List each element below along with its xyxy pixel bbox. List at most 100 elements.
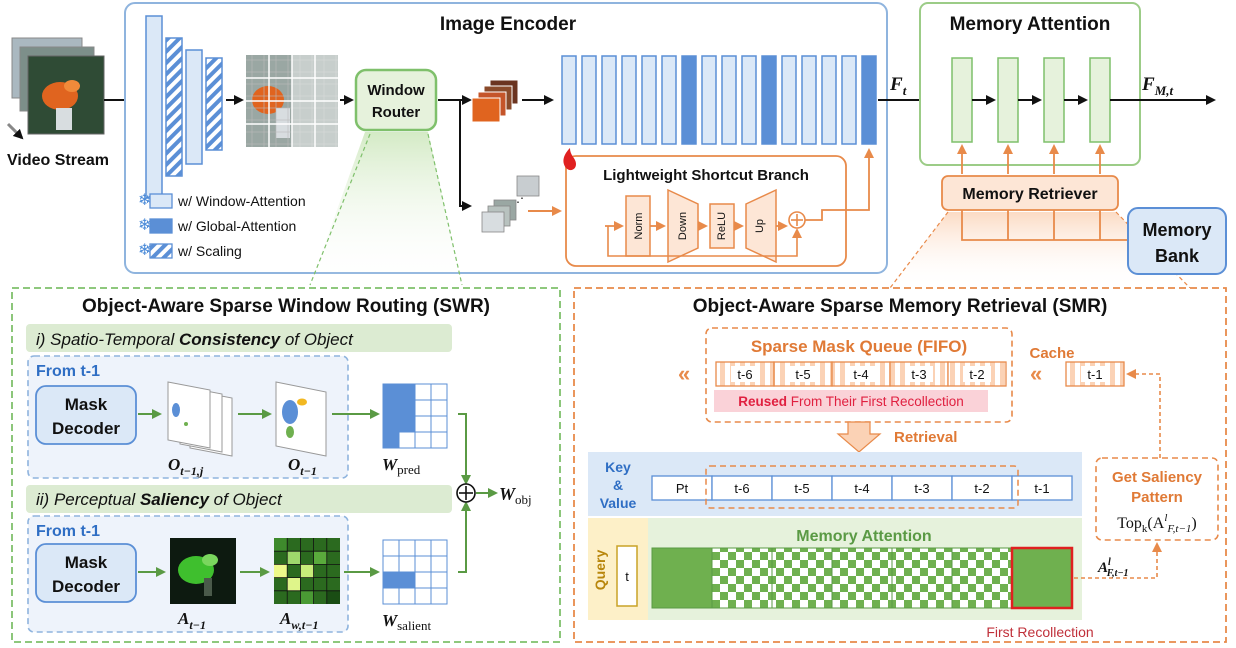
queue-cell-t2: t-2	[969, 367, 984, 382]
window-router-label-1: Window	[367, 82, 425, 99]
mask-decoder-1	[35, 385, 137, 445]
stream-arrow	[6, 122, 24, 140]
kv-cell-t6: t-6	[734, 481, 749, 496]
memory-attention-layers	[951, 57, 1111, 143]
selected-windows	[471, 79, 519, 123]
topk-formula: Topk(AlF,t−1)	[1117, 512, 1196, 535]
kv-cell-t3: t-3	[914, 481, 929, 496]
saliency-title-1: Get Saliency	[1112, 469, 1203, 486]
memory-bank	[1127, 207, 1227, 275]
stem-block-1	[145, 15, 163, 199]
up-block	[745, 188, 777, 264]
retrieved-range	[705, 465, 1019, 509]
retriever-zoom-projection	[890, 212, 1190, 288]
arrow-shortcut-to-stage	[805, 148, 874, 221]
kv-cell-t4: t-4	[854, 481, 869, 496]
stem-block-2	[165, 37, 183, 177]
down-block	[667, 188, 699, 264]
queue-cell-t6: t-6	[737, 367, 752, 382]
snowflake-icon-2: ❄	[138, 217, 151, 234]
encoder-stage-blocks	[561, 55, 877, 145]
norm-label: Norm	[633, 213, 645, 240]
ft-label: Ft	[889, 74, 907, 98]
bank-links	[961, 210, 1130, 241]
legend-window-attention: w/ Window-Attention	[177, 193, 306, 209]
w-salient-label: Wsalient	[382, 611, 431, 633]
kv-cell-t5: t-5	[794, 481, 809, 496]
memory-bank-label-1: Memory	[1142, 220, 1211, 240]
from-t1-label-2: From t-1	[36, 523, 100, 540]
reused-band	[714, 390, 988, 412]
o-tj-label: Ot−1,j	[168, 455, 204, 478]
queue-cells: t-6 t-5 t-4 t-3 t-2	[715, 361, 1007, 387]
a-t-label: At−1	[177, 609, 206, 632]
mask-candidates	[167, 381, 233, 457]
fire-icon	[563, 148, 576, 171]
mask-merged	[275, 381, 327, 457]
up-label: Up	[754, 219, 766, 233]
arrow-attention-to-saliency	[1074, 542, 1162, 579]
cache-cell-label: t-1	[1087, 367, 1102, 382]
kv-cell-t2: t-2	[974, 481, 989, 496]
legend-global-attention: w/ Global-Attention	[177, 218, 296, 234]
snowflake-icon-1: ❄	[138, 192, 151, 209]
queue-title: Sparse Mask Queue (FIFO)	[751, 337, 967, 356]
shortcut-title: Lightweight Shortcut Branch	[603, 167, 809, 184]
relu-label: ReLU	[716, 212, 728, 240]
video-stream-label: Video Stream	[7, 152, 109, 169]
windowed-frame	[246, 55, 338, 147]
swr-section-2-title: ii) Perceptual Saliency of Object	[36, 490, 283, 509]
saliency-map-image	[170, 538, 236, 604]
swr-title: Object-Aware Sparse Window Routing (SWR)	[82, 296, 490, 317]
kv-cells: Pt t-6 t-5 t-4 t-3 t-2 t-1	[651, 475, 1073, 501]
residual-path	[607, 226, 802, 257]
snowflake-icon-3: ❄	[138, 242, 151, 259]
unselected-windows: ⋰	[481, 175, 540, 233]
queue-cell-t3: t-3	[911, 367, 926, 382]
video-stream: Video Stream	[6, 37, 109, 169]
swr-section-2-band	[26, 485, 452, 513]
kv-cell-pt: Pt	[676, 481, 689, 496]
w-salient-grid	[382, 539, 448, 605]
smr-title: Object-Aware Sparse Memory Retrieval (SM…	[693, 296, 1108, 317]
memory-retriever-label: Memory Retriever	[962, 186, 1097, 203]
mask-decoder-2-label-1: Mask	[65, 553, 108, 572]
kv-label-value: Value	[600, 495, 637, 511]
w-obj-label: Wobj	[499, 484, 532, 507]
window-router	[354, 68, 438, 132]
attention-map	[651, 546, 1074, 610]
kv-label-key: Key	[605, 459, 631, 475]
mask-decoder-2-label-2: Decoder	[52, 577, 120, 596]
mask-decoder-1-label-2: Decoder	[52, 419, 120, 438]
queue-cell-t4: t-4	[853, 367, 868, 382]
encoder-legend: ❄ w/ Window-Attention ❄ w/ Global-Attent…	[138, 192, 306, 259]
retrieval-arrow-icon	[836, 421, 882, 453]
queue-out-chevron-icon: «	[678, 361, 690, 386]
image-encoder-title: Image Encoder	[440, 14, 577, 35]
mask-decoder-1-label-1: Mask	[65, 395, 108, 414]
swr-section-1-title: i) Spatio-Temporal Consistency of Object	[36, 330, 354, 349]
saliency-title-2: Pattern	[1131, 489, 1183, 506]
memory-attention-box	[919, 2, 1141, 166]
a-w-label: Aw,t−1	[279, 609, 319, 632]
o-t-label: Ot−1	[288, 455, 317, 478]
query-label: Query	[592, 550, 608, 591]
window-router-label-2: Router	[372, 104, 420, 121]
fmt-label: FM,t	[1141, 74, 1173, 98]
query-cell	[616, 545, 638, 607]
legend-scaling: w/ Scaling	[177, 243, 242, 259]
first-recollection-label: First Recollection	[986, 624, 1093, 640]
memory-bank-label-2: Bank	[1155, 246, 1200, 266]
retrieval-label: Retrieval	[894, 429, 957, 446]
window-saliency-grid	[274, 538, 340, 604]
stem-block-3	[185, 49, 203, 165]
kv-cell-t1: t-1	[1034, 481, 1049, 496]
cache-label: Cache	[1029, 345, 1074, 362]
down-label: Down	[677, 212, 689, 240]
reused-label: Reused From Their First Recollection	[738, 394, 964, 409]
queue-cell-t5: t-5	[795, 367, 810, 382]
saliency-pattern-box	[1095, 457, 1219, 541]
query-cell-label: t	[625, 569, 629, 584]
